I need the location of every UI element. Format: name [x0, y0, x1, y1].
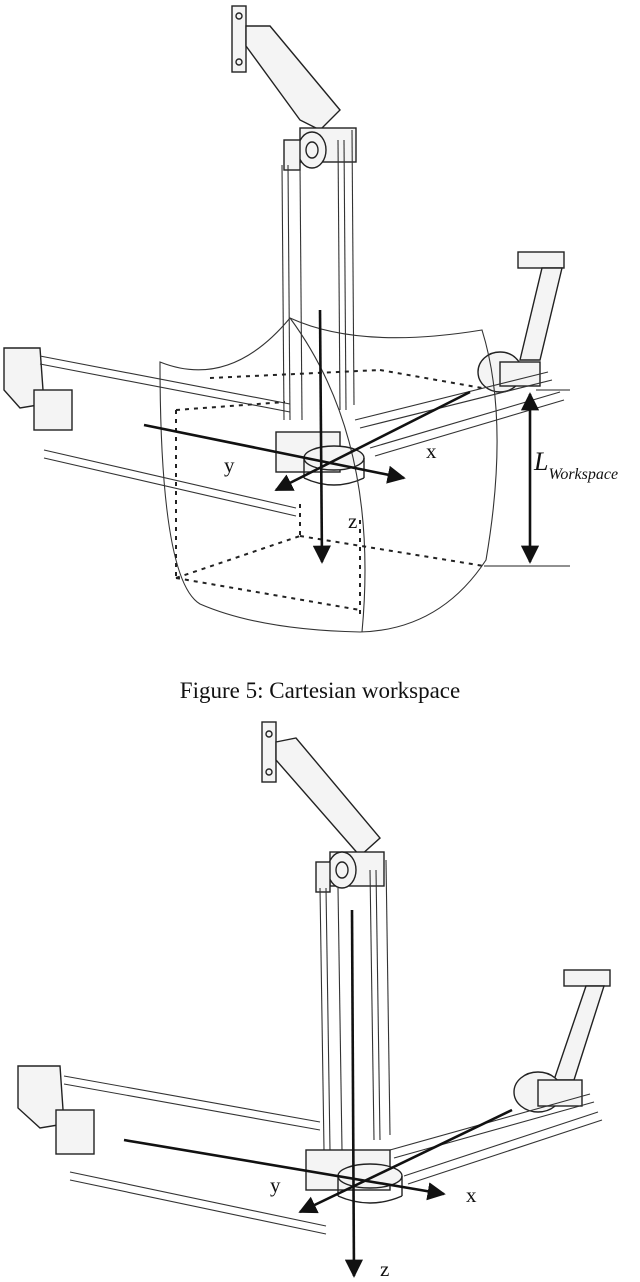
x-axis-label: x: [426, 439, 437, 463]
figure-2-robot: x y z: [17, 721, 611, 1281]
vertical-column-2: [319, 859, 391, 1151]
workspace-length-main: L: [533, 447, 548, 476]
left-rail-2: [17, 1065, 327, 1235]
y-axis-label: y: [224, 453, 235, 477]
x-axis-label-2: x: [466, 1183, 477, 1207]
workspace-dimension: LWorkspace: [484, 389, 618, 567]
coordinate-axes-2: x y z: [123, 909, 513, 1281]
left-rail: [3, 347, 297, 517]
vertical-column: [281, 129, 355, 421]
z-axis-label: z: [348, 509, 357, 533]
right-rail-2: [389, 1093, 603, 1185]
right-mount-bracket: [477, 251, 565, 393]
top-pulley-block: [283, 127, 357, 171]
figure-caption: Figure 5: Cartesian workspace: [179, 678, 461, 703]
coordinate-axes-1: x y z: [143, 309, 471, 564]
workspace-envelope: [159, 317, 498, 633]
figure-1-robot: x y z LWorkspace: [3, 5, 618, 633]
top-mount-bracket: [231, 5, 341, 131]
workspace-length-label: LWorkspace: [533, 447, 618, 483]
workspace-cube: [175, 369, 485, 618]
y-axis-label-2: y: [270, 1173, 281, 1197]
right-mount-bracket-2: [513, 969, 611, 1113]
top-mount-bracket-2: [261, 721, 381, 857]
z-axis-label-2: z: [380, 1257, 389, 1281]
right-rail: [354, 371, 565, 457]
end-effector-carriage: [275, 431, 365, 486]
workspace-length-subscript: Workspace: [548, 466, 618, 483]
top-pulley-block-2: [315, 851, 385, 893]
